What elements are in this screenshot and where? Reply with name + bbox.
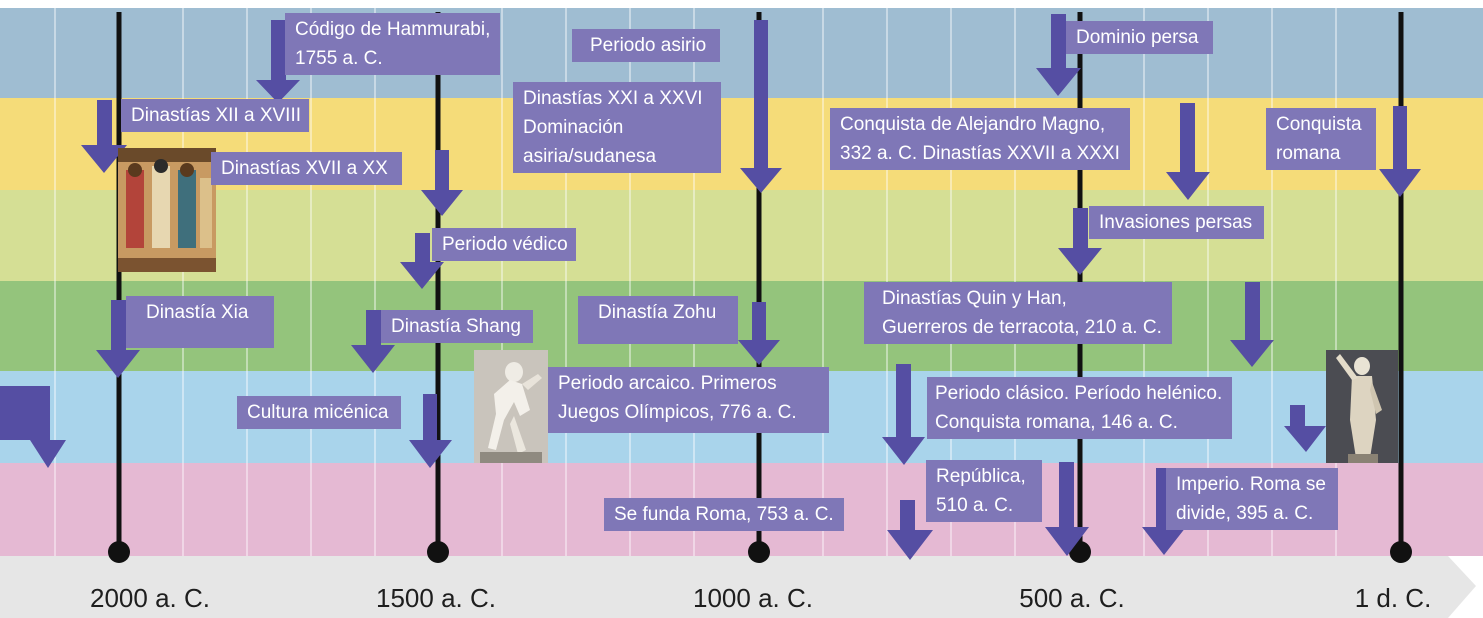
hammurabi-arrow	[256, 20, 300, 103]
republica-arrow	[1045, 462, 1089, 556]
event-line: Dominación	[523, 117, 624, 138]
event-dinastias-quin-han: Dinastías Quin y Han, Guerreros de terra…	[864, 282, 1172, 344]
event-line: Dinastías Quin y Han,	[882, 288, 1067, 309]
event-periodo-clasico: Periodo clásico. Período helénico. Conqu…	[927, 377, 1233, 439]
event-dominio-persa: Dominio persa	[1066, 21, 1213, 54]
event-line: Dinastías XVII a XX	[221, 158, 388, 179]
event-line: Dinastía Shang	[391, 316, 521, 337]
event-alejandro-magno: Conquista de Alejandro Magno, 332 a. C. …	[830, 108, 1130, 170]
xii-arrow	[81, 100, 127, 173]
xvii-arrow	[421, 150, 463, 216]
event-line: asiria/sudanesa	[523, 146, 657, 167]
zohu-arrow	[738, 302, 780, 365]
event-se-funda-roma: Se funda Roma, 753 a. C.	[604, 498, 844, 531]
event-line: Cultura micénica	[247, 402, 389, 423]
event-line: Periodo asirio	[590, 35, 707, 56]
discobolus-statue	[474, 350, 548, 463]
shang-arrow	[351, 310, 395, 373]
era-dots	[108, 541, 1412, 563]
event-dinastias-xii-xviii: Dinastías XII a XVIII	[121, 99, 310, 132]
axis-tick-label: 1500 a. C.	[376, 583, 496, 613]
invasiones-arrow	[1058, 208, 1102, 275]
era-dot-1	[1390, 541, 1412, 563]
event-dinastia-shang: Dinastía Shang	[381, 310, 533, 343]
event-conquista-romana: Conquista romana	[1266, 108, 1376, 170]
event-line: Invasiones persas	[1099, 212, 1253, 233]
event-dinastias-xvii-xx: Dinastías XVII a XX	[211, 152, 402, 185]
event-line: Periodo clásico. Período helénico.	[935, 383, 1223, 404]
event-dinastias-xxi-xxvi: Dinastías XXI a XXVI Dominación asiria/s…	[513, 82, 721, 173]
imperio-arrow	[1142, 468, 1186, 555]
event-line: divide, 395 a. C.	[1176, 503, 1314, 524]
event-line: Periodo védico	[442, 234, 568, 255]
egyptian-wall-painting	[118, 148, 216, 272]
event-periodo-asirio: Periodo asirio	[572, 29, 721, 62]
era-dot-1500	[427, 541, 449, 563]
event-line: Dominio persa	[1076, 27, 1199, 48]
event-arrows	[0, 14, 1421, 560]
era-dot-500	[1069, 541, 1091, 563]
event-line: Conquista	[1276, 114, 1362, 135]
event-cultura-micenica: Cultura micénica	[237, 396, 401, 429]
persa-arrow	[1036, 14, 1081, 96]
band-row-1	[0, 8, 1483, 98]
event-line: Se funda Roma, 753 a. C.	[614, 504, 834, 525]
alejandro-arrow	[1166, 103, 1210, 200]
event-line: Periodo arcaico. Primeros	[558, 373, 777, 394]
augustus-statue	[1326, 350, 1398, 463]
event-imperio-roma: Imperio. Roma se divide, 395 a. C.	[1166, 468, 1338, 530]
event-line: Guerreros de terracota, 210 a. C.	[882, 317, 1162, 338]
axis-tick-label: 2000 a. C.	[90, 583, 210, 613]
romana-arrow	[1379, 106, 1421, 197]
vedico-arrow	[400, 233, 444, 289]
event-dinastia-xia: Dinastía Xia	[126, 296, 275, 348]
arcaico-arrow	[882, 364, 925, 465]
event-line: Dinastía Zohu	[598, 302, 717, 323]
era-dot-2000	[108, 541, 130, 563]
axis-tick-label: 1 d. C.	[1354, 583, 1432, 613]
event-hammurabi: Código de Hammurabi, 1755 a. C.	[285, 13, 501, 75]
axis-tick-label: 500 a. C.	[1019, 583, 1125, 613]
event-line: 332 a. C. Dinastías XXVII a XXXI	[840, 143, 1120, 164]
event-line: Dinastías XXI a XXVI	[523, 88, 703, 109]
event-line: romana	[1276, 143, 1341, 164]
roma-arrow	[887, 500, 933, 560]
quin-arrow	[1230, 282, 1274, 367]
micenica-arrow	[409, 394, 452, 468]
event-line: Juegos Olímpicos, 776 a. C.	[558, 402, 797, 423]
era-dot-1000	[748, 541, 770, 563]
event-line: Código de Hammurabi,	[295, 19, 491, 40]
event-line: Dinastías XII a XVIII	[131, 105, 302, 126]
clasico-arrow	[1284, 405, 1326, 452]
axis-tick-label: 1000 a. C.	[693, 583, 813, 613]
event-line: Dinastía Xia	[146, 302, 249, 323]
event-line: 1755 a. C.	[295, 48, 383, 69]
event-line: Conquista de Alejandro Magno,	[840, 114, 1106, 135]
event-line: 510 a. C.	[936, 495, 1014, 516]
event-invasiones-persas: Invasiones persas	[1089, 206, 1265, 239]
event-line: República,	[936, 466, 1026, 487]
event-periodo-vedico: Periodo védico	[432, 228, 576, 261]
event-dinastia-zohu: Dinastía Zohu	[578, 296, 739, 344]
event-periodo-arcaico: Periodo arcaico. Primeros Juegos Olímpic…	[548, 367, 829, 433]
axis-bar	[0, 556, 1476, 618]
event-line: Conquista romana, 146 a. C.	[935, 412, 1178, 433]
xia-arrow	[96, 300, 140, 378]
event-line: Imperio. Roma se	[1176, 474, 1326, 495]
event-republica: República, 510 a. C.	[926, 460, 1042, 522]
asirio-arrow	[740, 20, 782, 193]
left-edge-arrow	[0, 386, 66, 468]
